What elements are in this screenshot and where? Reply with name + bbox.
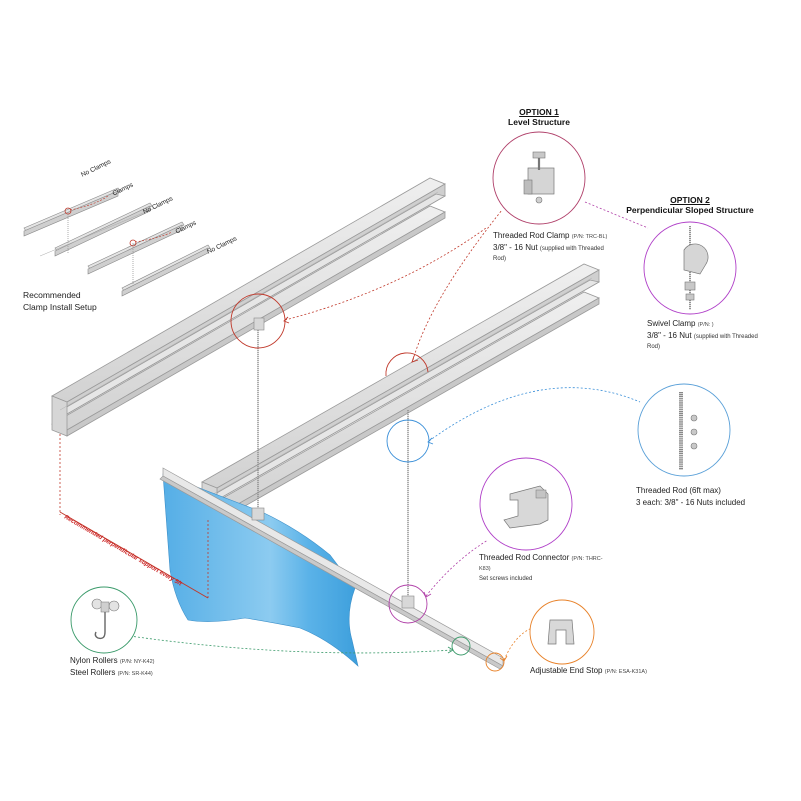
threaded-rod-name: Threaded Rod (6ft max) bbox=[636, 486, 721, 495]
steel-rollers-name: Steel Rollers bbox=[70, 668, 116, 677]
option1-title: OPTION 1 Level Structure bbox=[496, 107, 582, 127]
swivel-clamp-nut: 3/8" - 16 Nut (supplied with Threaded bbox=[647, 331, 758, 342]
threaded-rod-nuts: 3 each: 3/8" - 16 Nuts included bbox=[636, 498, 746, 507]
threaded-rod-clamp-nut-note2: Rod) bbox=[493, 256, 507, 262]
connector-name: Threaded Rod Connector bbox=[479, 553, 570, 562]
support-note-text: Recommended perpendicular support every … bbox=[63, 515, 183, 588]
clamp-caption-line2: Clamp Install Setup bbox=[23, 302, 97, 312]
end-stop-label: Adjustable End Stop (P/N: ESA-K31A) bbox=[530, 666, 647, 677]
threaded-rod-clamp-label: Threaded Rod Clamp (P/N: TRC-BL) bbox=[493, 231, 607, 242]
end-stop-pn: (P/N: ESA-K31A) bbox=[604, 669, 647, 675]
end-stop-detail bbox=[529, 599, 595, 665]
clamp-caption-line1: Recommended bbox=[23, 290, 81, 300]
rail-connectors bbox=[251, 317, 415, 609]
clamp-setup-illustration bbox=[23, 187, 211, 297]
connector-pn: (P/N: THRC- bbox=[571, 556, 603, 562]
option2-subheading: Perpendicular Sloped Structure bbox=[626, 205, 754, 215]
threaded-rod-clamp-pn: (P/N: TRC-BL) bbox=[571, 234, 608, 240]
nylon-rollers-name: Nylon Rollers bbox=[70, 656, 118, 665]
mini-beam-2 bbox=[54, 202, 153, 257]
swivel-clamp-label: Swivel Clamp (P/N: ) bbox=[647, 319, 714, 330]
threaded-rod-detail bbox=[637, 383, 731, 477]
steel-rollers-label: Steel Rollers (P/N: SR-K44) bbox=[70, 668, 153, 679]
swivel-clamp-nut-note: (supplied with Threaded bbox=[693, 334, 758, 340]
threaded-rod-clamp-detail bbox=[492, 131, 586, 225]
mini-beam-3 bbox=[87, 221, 185, 275]
support-spacing-marker bbox=[59, 434, 209, 600]
end-stop-name: Adjustable End Stop bbox=[530, 666, 603, 675]
threaded-rods bbox=[257, 330, 409, 600]
threaded-rod-clamp-nut-note: (supplied with Threaded bbox=[539, 246, 604, 252]
swivel-clamp-nut-size: 3/8" - 16 Nut bbox=[647, 331, 692, 340]
threaded-rod-clamp-name: Threaded Rod Clamp bbox=[493, 231, 570, 240]
swivel-clamp-pn: (P/N: ) bbox=[697, 322, 714, 328]
leader-arrowheads bbox=[283, 316, 508, 662]
swivel-clamp-name: Swivel Clamp bbox=[647, 319, 696, 328]
connector-location-circle bbox=[388, 584, 428, 624]
option1-subheading: Level Structure bbox=[508, 117, 570, 127]
roller-location-circle bbox=[451, 636, 471, 656]
connector-pn2: K83) bbox=[479, 566, 491, 572]
beam-clamp-arc bbox=[385, 352, 429, 377]
endstop-location-circle bbox=[485, 652, 505, 672]
swivel-clamp-detail bbox=[643, 221, 737, 315]
curtain bbox=[162, 473, 359, 667]
rollers-detail bbox=[70, 586, 138, 654]
threaded-rod-clamp-nut: 3/8" - 16 Nut (supplied with Threaded bbox=[493, 243, 604, 254]
threaded-rod-clamp-nut-size: 3/8" - 16 Nut bbox=[493, 243, 538, 252]
nylon-rollers-pn: (P/N: NY-K42) bbox=[119, 659, 155, 665]
option1-heading: OPTION 1 bbox=[519, 107, 559, 117]
option2-title: OPTION 2 Perpendicular Sloped Structure bbox=[620, 195, 760, 215]
swivel-clamp-nut-note2: Rod) bbox=[647, 344, 661, 350]
mini-beam-4 bbox=[121, 244, 211, 297]
connector-note: Set screws included bbox=[479, 576, 533, 582]
leader-lines bbox=[129, 201, 649, 661]
option2-heading: OPTION 2 bbox=[670, 195, 710, 205]
i-beam-lower bbox=[201, 263, 601, 523]
connector-label: Threaded Rod Connector (P/N: THRC- bbox=[479, 553, 603, 564]
nylon-rollers-label: Nylon Rollers (P/N: NY-K42) bbox=[70, 656, 154, 667]
steel-rollers-pn: (P/N: SR-K44) bbox=[117, 671, 153, 677]
threaded-rod-connector-detail bbox=[479, 457, 573, 551]
